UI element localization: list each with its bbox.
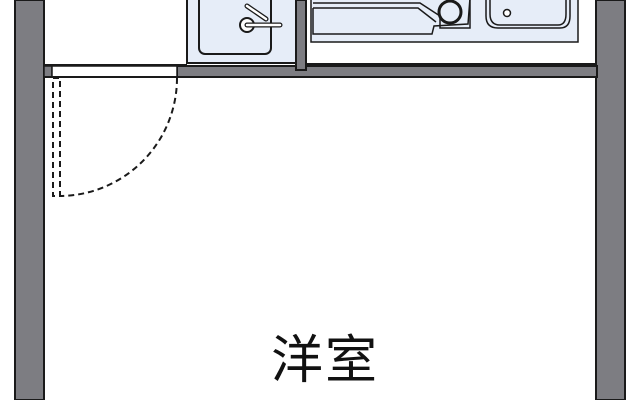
kitchen-counter	[305, 0, 597, 65]
partition-wall-vertical	[295, 0, 307, 71]
room-label-western: 洋室	[270, 331, 379, 391]
door-leaf	[52, 77, 61, 197]
drain-icon	[502, 8, 512, 18]
washbasin	[186, 0, 297, 64]
left-wall	[14, 0, 45, 400]
right-wall	[595, 0, 626, 400]
partition-wall-stub	[43, 65, 53, 78]
door-arc-icon	[59, 77, 178, 197]
stove-burner-icon	[437, 0, 463, 25]
kitchen-sink-icon	[485, 0, 571, 29]
door-opening	[51, 65, 178, 78]
door-swing	[52, 77, 178, 197]
western-room-floor	[43, 76, 597, 400]
partition-wall-horizontal	[176, 65, 598, 78]
